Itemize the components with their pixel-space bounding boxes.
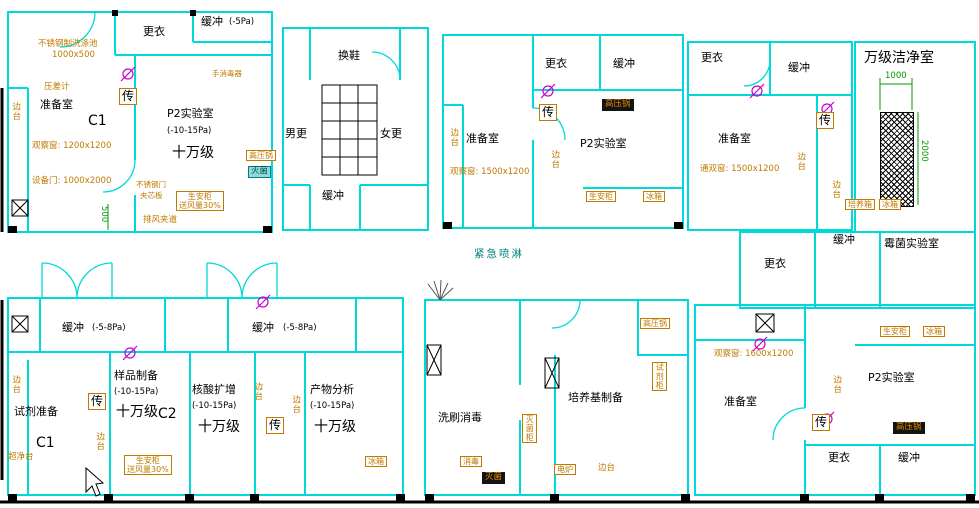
cursor-arrow: [85, 466, 105, 497]
hatched-equipment-block: [880, 112, 914, 207]
door-arcs: [41, 11, 806, 441]
base-lines: [0, 88, 979, 504]
locker-grid: [321, 84, 378, 176]
air-vent-symbols: [120, 66, 835, 427]
dimension-lines: [107, 78, 919, 230]
pass-box-symbols: [11, 199, 775, 389]
emergency-shower-symbol: [427, 279, 454, 301]
column-blocks: [8, 10, 975, 501]
